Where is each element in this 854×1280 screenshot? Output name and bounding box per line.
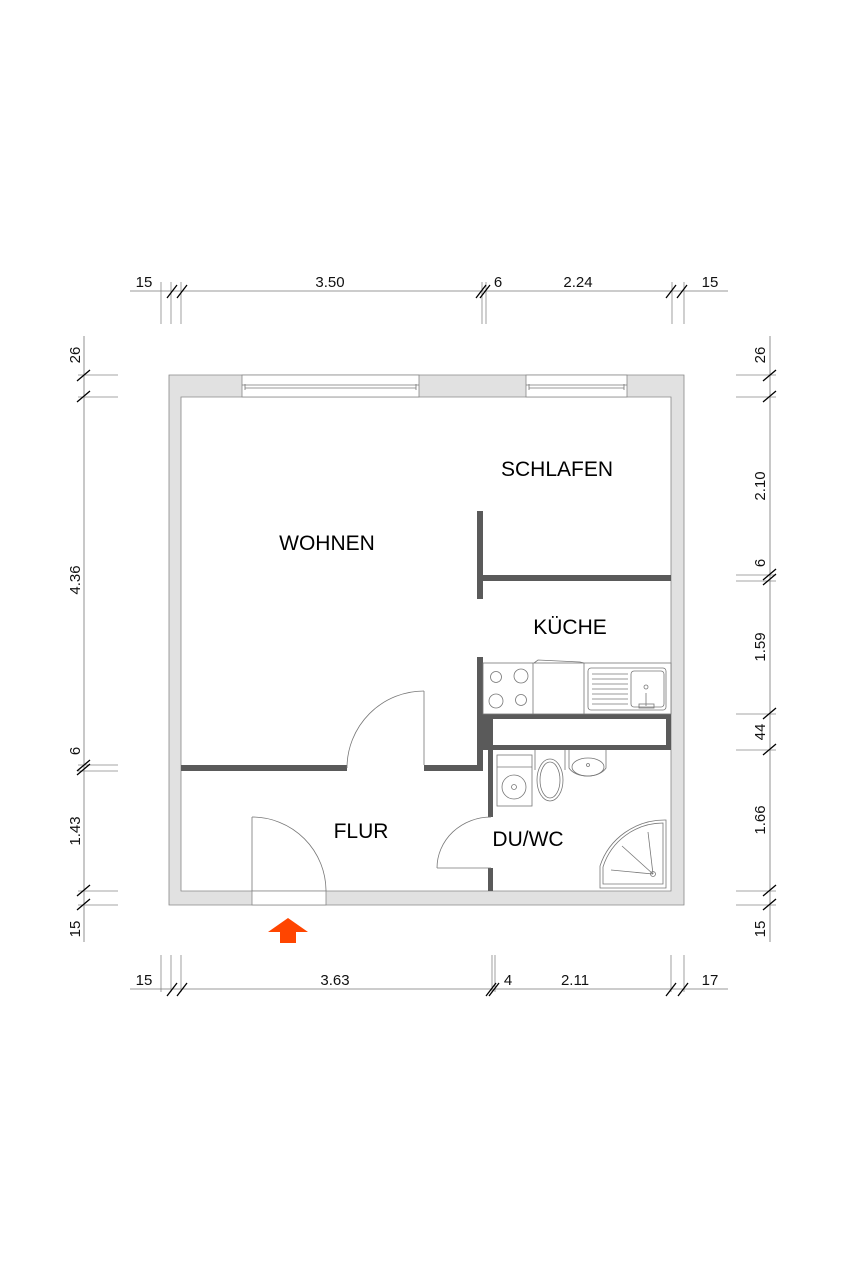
sink-icon xyxy=(587,667,667,711)
fridge-icon xyxy=(533,659,585,714)
dimension-line-bottom xyxy=(130,955,728,997)
dim-top-1: 3.50 xyxy=(315,274,344,291)
door-bath[interactable] xyxy=(436,816,492,869)
dim-top-2: 6 xyxy=(494,274,502,291)
dim-top-3: 2.24 xyxy=(563,274,592,291)
shower-icon xyxy=(599,819,667,889)
dimension-line-left xyxy=(76,336,118,942)
washbasin-icon xyxy=(568,750,607,777)
window-wohnen xyxy=(241,374,420,398)
room-label-flur: FLUR xyxy=(334,820,389,843)
dim-right-5: 1.66 xyxy=(752,805,769,834)
dim-bottom-0: 15 xyxy=(136,972,153,989)
door-wohnen[interactable] xyxy=(346,690,425,769)
stove-icon xyxy=(488,663,534,714)
dim-top-0: 15 xyxy=(136,274,153,291)
dimension-line-right xyxy=(736,336,777,942)
dim-right-4: 44 xyxy=(752,724,769,741)
room-label-schlafen: SCHLAFEN xyxy=(501,458,613,481)
dim-left-0: 26 xyxy=(67,347,84,364)
inner-walls xyxy=(181,511,671,891)
dim-left-4: 15 xyxy=(67,921,84,938)
dim-bottom-4: 17 xyxy=(702,972,719,989)
outer-walls xyxy=(168,374,685,906)
entrance-door[interactable] xyxy=(251,816,327,906)
kitchen-counter xyxy=(482,662,672,715)
dim-right-0: 26 xyxy=(752,347,769,364)
dim-bottom-3: 2.11 xyxy=(561,972,589,989)
dim-right-2: 6 xyxy=(752,559,769,567)
room-label-wohnen: WOHNEN xyxy=(279,532,375,555)
dim-left-2: 6 xyxy=(67,747,84,755)
dim-top-4: 15 xyxy=(702,274,719,291)
washing-machine-icon xyxy=(496,754,533,807)
dim-right-3: 1.59 xyxy=(752,632,769,661)
dim-right-1: 2.10 xyxy=(752,471,769,500)
dim-left-3: 1.43 xyxy=(67,816,84,845)
dim-bottom-2: 4 xyxy=(504,972,512,989)
dim-left-1: 4.36 xyxy=(67,565,84,594)
dim-right-6: 15 xyxy=(752,921,769,938)
dimension-line-top xyxy=(130,282,728,324)
dim-bottom-1: 3.63 xyxy=(320,972,349,989)
toilet-icon xyxy=(534,750,566,802)
room-label-kueche: KÜCHE xyxy=(533,616,607,639)
arrow-up-icon xyxy=(268,918,308,943)
room-label-du-wc: DU/WC xyxy=(492,828,563,851)
window-schlafen xyxy=(525,374,628,398)
